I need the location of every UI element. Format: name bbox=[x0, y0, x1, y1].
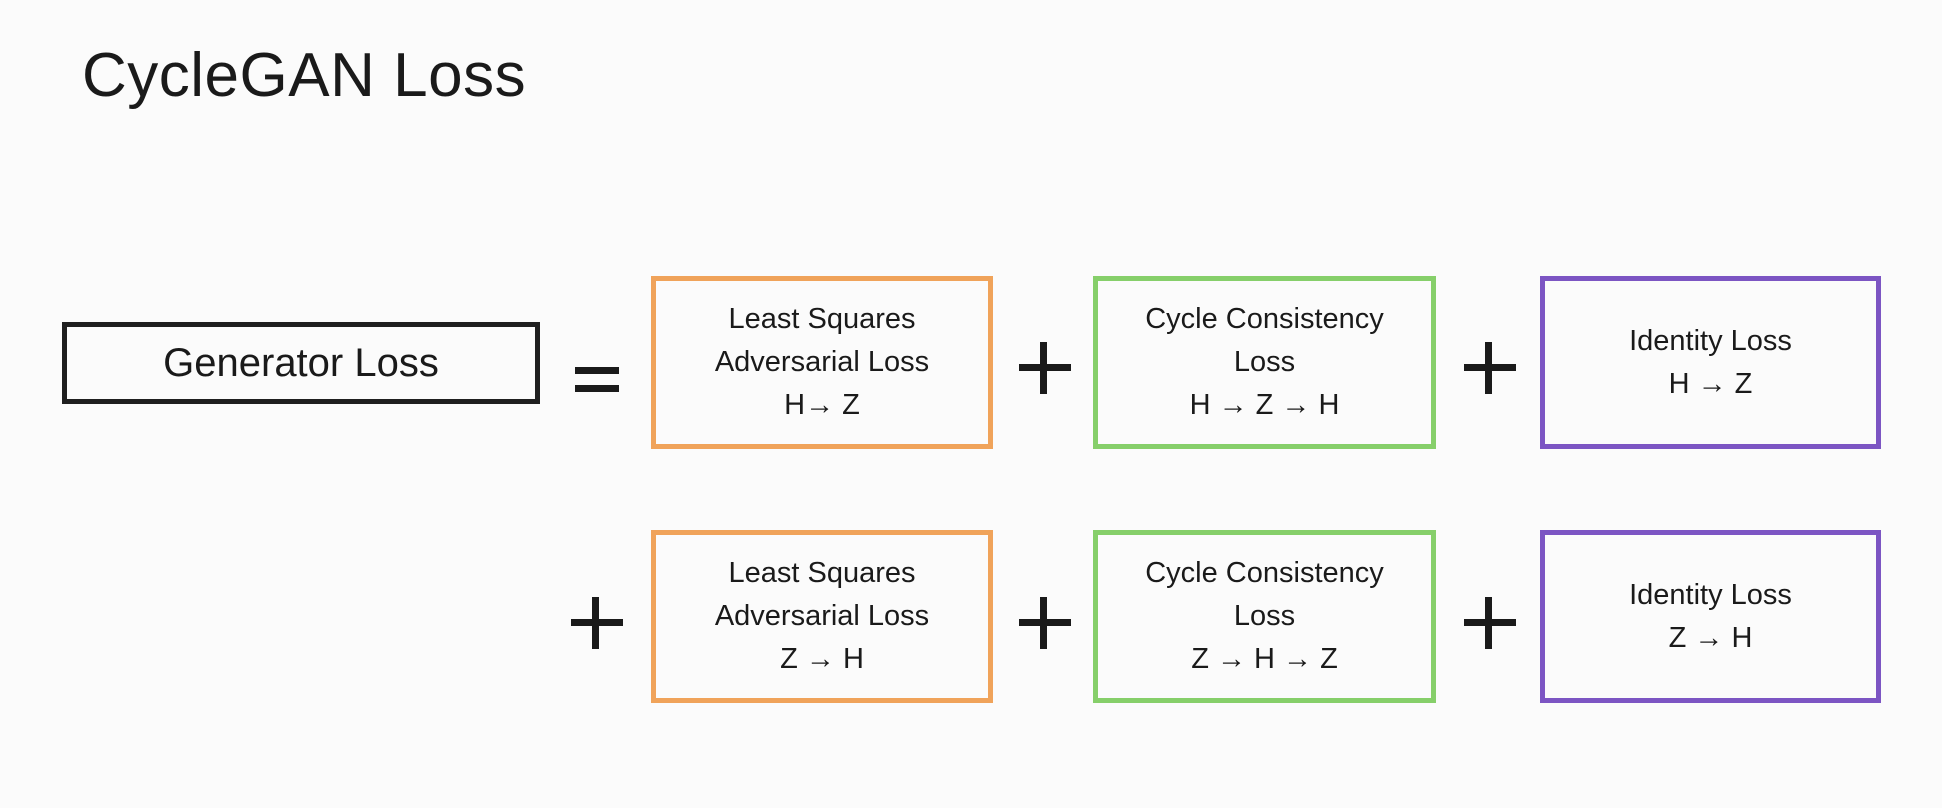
cycle-loss-line2: Loss bbox=[1233, 346, 1296, 378]
plus-sign bbox=[567, 593, 627, 653]
adversarial-loss-h-to-z-box: Least Squares Adversarial Loss H→ Z bbox=[651, 276, 993, 449]
identity-loss-direction: H → Z bbox=[1668, 367, 1753, 400]
adversarial-loss-z-to-h-box: Least Squares Adversarial Loss Z → H bbox=[651, 530, 993, 703]
cycle-loss-line2: Loss bbox=[1233, 600, 1296, 632]
adversarial-loss-line2: Adversarial Loss bbox=[714, 346, 930, 378]
adversarial-loss-line1: Least Squares bbox=[728, 557, 916, 589]
generator-loss-box: Generator Loss bbox=[62, 322, 540, 404]
identity-loss-h-to-z-box: Identity Loss H → Z bbox=[1540, 276, 1881, 449]
plus-sign bbox=[1015, 338, 1075, 398]
cycle-consistency-loss-hzh-box: Cycle Consistency Loss H → Z → H bbox=[1093, 276, 1436, 449]
plus-sign bbox=[1015, 593, 1075, 653]
adversarial-loss-direction: Z → H bbox=[780, 643, 864, 675]
cycle-loss-direction: Z → H → Z bbox=[1191, 643, 1338, 675]
identity-loss-line1: Identity Loss bbox=[1629, 324, 1792, 357]
cycle-loss-direction: H → Z → H bbox=[1189, 389, 1340, 421]
cycle-loss-line1: Cycle Consistency bbox=[1145, 303, 1384, 335]
adversarial-loss-line1: Least Squares bbox=[728, 303, 916, 335]
equals-sign bbox=[571, 353, 631, 413]
cycle-loss-line1: Cycle Consistency bbox=[1145, 557, 1384, 589]
adversarial-loss-direction: H→ Z bbox=[784, 389, 860, 421]
cycle-consistency-loss-zhz-box: Cycle Consistency Loss Z → H → Z bbox=[1093, 530, 1436, 703]
identity-loss-line1: Identity Loss bbox=[1629, 578, 1792, 611]
identity-loss-direction: Z → H bbox=[1668, 621, 1753, 654]
page-title: CycleGAN Loss bbox=[82, 41, 527, 110]
generator-loss-label: Generator Loss bbox=[163, 340, 439, 385]
plus-sign bbox=[1460, 338, 1520, 398]
identity-loss-z-to-h-box: Identity Loss Z → H bbox=[1540, 530, 1881, 703]
plus-sign bbox=[1460, 593, 1520, 653]
adversarial-loss-line2: Adversarial Loss bbox=[714, 600, 930, 632]
